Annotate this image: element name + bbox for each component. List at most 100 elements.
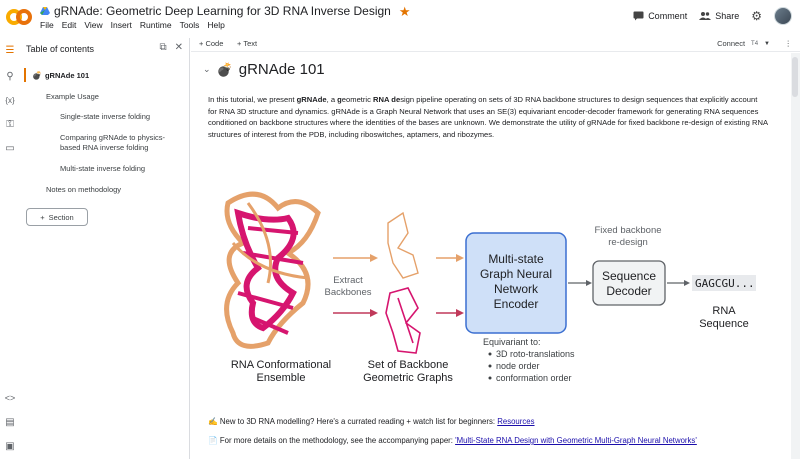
bullet-3 bbox=[488, 376, 492, 380]
page-icon: 📄 bbox=[208, 436, 218, 445]
figure-label-rna-1: RNA Conformational bbox=[231, 359, 331, 371]
arrow-red-head bbox=[370, 309, 378, 317]
equivariant-item-2: node order bbox=[496, 361, 540, 371]
arrow-red-2-head bbox=[456, 309, 464, 317]
decoder-line-2: Decoder bbox=[606, 284, 651, 298]
comment-icon bbox=[633, 11, 644, 21]
bullet-2 bbox=[488, 364, 492, 368]
pipeline-figure: RNA Conformational Ensemble Extract Back… bbox=[224, 191, 756, 384]
paper-link[interactable]: 'Multi-State RNA Design with Geometric M… bbox=[455, 436, 697, 445]
encoder-line-1: Multi-state bbox=[488, 252, 544, 266]
arrow-to-decoder-head bbox=[586, 280, 592, 286]
notebook-cell: ⌄ 💣 gRNAde 101 In this tutorial, we pres… bbox=[191, 53, 791, 459]
search-icon[interactable]: ⚲ bbox=[6, 70, 14, 82]
code-snippets-icon[interactable]: <> bbox=[4, 393, 16, 403]
rna-seq-label-2: Sequence bbox=[699, 318, 749, 330]
menu-runtime[interactable]: Runtime bbox=[139, 20, 172, 30]
comment-label: Comment bbox=[648, 11, 688, 21]
figure-label-extract-2: Backbones bbox=[324, 287, 371, 298]
connect-button[interactable]: Connect T4 ▼ bbox=[717, 39, 770, 48]
toc-item-grnade-101[interactable]: 💣 gRNAde 101 bbox=[32, 71, 90, 80]
runtime-type: T4 bbox=[751, 40, 759, 47]
toc-active-indicator bbox=[24, 68, 26, 82]
add-code-button[interactable]: + Code bbox=[199, 39, 224, 48]
menu-file[interactable]: File bbox=[40, 20, 54, 30]
toc-panel: Table of contents ⧉ ✕ 💣 gRNAde 101 Examp… bbox=[20, 38, 190, 459]
toc-title: Table of contents bbox=[26, 44, 95, 54]
resources-link[interactable]: Resources bbox=[497, 417, 535, 426]
toc-list-icon[interactable]: ☰ bbox=[5, 44, 15, 56]
encoder-line-3: Network bbox=[494, 282, 539, 296]
sequence-bg bbox=[692, 275, 756, 291]
notebook-toolbar: + Code + Text Connect T4 ▼ ⋮ bbox=[191, 36, 800, 52]
arrow-to-sequence-head bbox=[684, 280, 690, 286]
top-bar: gRNAde: Geometric Deep Learning for 3D R… bbox=[0, 0, 800, 34]
more-options-icon[interactable]: ⋮ bbox=[784, 39, 793, 48]
backbone-graph-orange bbox=[387, 211, 419, 279]
open-in-tab-icon[interactable]: ⧉ bbox=[159, 42, 167, 53]
avatar[interactable] bbox=[774, 7, 792, 25]
share-label: Share bbox=[715, 11, 740, 21]
share-button[interactable]: Share bbox=[699, 11, 739, 21]
toc-item-single-state[interactable]: Single-state inverse folding bbox=[60, 112, 151, 121]
encoder-box bbox=[465, 232, 567, 334]
close-icon[interactable]: ✕ bbox=[174, 42, 183, 53]
colab-logo-icon[interactable] bbox=[6, 6, 32, 28]
backbone-graph-magenta bbox=[385, 287, 421, 354]
gear-icon[interactable]: ⚙ bbox=[751, 9, 762, 23]
fixed-backbone-2: re-design bbox=[608, 237, 648, 248]
menu-edit[interactable]: Edit bbox=[61, 20, 77, 30]
fixed-backbone-1: Fixed backbone bbox=[594, 225, 661, 236]
figure-label-set-2: Geometric Graphs bbox=[363, 372, 453, 384]
toc-item-multi-state[interactable]: Multi-state inverse folding bbox=[60, 164, 146, 173]
left-rail: ☰ ⚲ {x} ⚿ ▭ <> ▤ ▣ bbox=[0, 38, 20, 459]
equivariant-item-1: 3D roto-translations bbox=[496, 349, 575, 359]
menu-help[interactable]: Help bbox=[207, 20, 225, 30]
people-icon bbox=[699, 12, 712, 20]
menu-insert[interactable]: Insert bbox=[110, 20, 132, 30]
collapse-chevron-icon[interactable]: ⌄ bbox=[203, 64, 211, 74]
encoder-line-4: Encoder bbox=[494, 297, 539, 311]
add-text-button[interactable]: + Text bbox=[237, 39, 258, 48]
toc-item-comparing-cont[interactable]: based RNA inverse folding bbox=[60, 143, 149, 152]
bomb-icon: 💣 bbox=[216, 61, 233, 77]
scrollbar[interactable] bbox=[791, 53, 800, 459]
variables-icon[interactable]: {x} bbox=[5, 95, 15, 105]
equivariant-title: Equivariant to: bbox=[483, 337, 541, 347]
decoder-line-1: Sequence bbox=[602, 269, 656, 283]
command-palette-icon[interactable]: ▤ bbox=[5, 416, 15, 428]
rna-structure-illustration bbox=[224, 191, 321, 349]
figure-label-set-1: Set of Backbone bbox=[368, 359, 449, 371]
menu-tools[interactable]: Tools bbox=[179, 20, 200, 30]
paper-note: 📄 For more details on the methodology, s… bbox=[208, 436, 697, 445]
figure-label-rna-2: Ensemble bbox=[257, 372, 306, 384]
plus-icon: + bbox=[40, 212, 45, 222]
folder-icon[interactable]: ▭ bbox=[5, 142, 15, 154]
intro-paragraph: In this tutorial, we present gRNAde, a g… bbox=[208, 95, 768, 139]
toc-item-example-usage[interactable]: Example Usage bbox=[46, 92, 99, 101]
chevron-down-icon[interactable]: ▼ bbox=[764, 40, 770, 47]
bomb-icon: 💣 bbox=[32, 71, 42, 80]
arrow-orange-2-head bbox=[456, 254, 464, 262]
bullet-1 bbox=[488, 352, 492, 356]
resources-note: ✍️ New to 3D RNA modelling? Here's a cur… bbox=[208, 417, 535, 426]
rna-seq-label-1: RNA bbox=[712, 305, 736, 317]
menu-bar: File Edit View Insert Runtime Tools Help bbox=[40, 20, 225, 30]
scroll-thumb[interactable] bbox=[792, 57, 798, 97]
star-icon[interactable]: ★ bbox=[398, 3, 411, 19]
figure-label-extract-1: Extract bbox=[333, 275, 363, 286]
arrow-orange-head bbox=[370, 254, 378, 262]
add-section-button[interactable]: + Section bbox=[26, 208, 88, 226]
toc-item-notes[interactable]: Notes on methodology bbox=[46, 185, 122, 194]
secrets-key-icon[interactable]: ⚿ bbox=[6, 118, 14, 130]
decoder-box bbox=[592, 260, 666, 306]
notebook-title[interactable]: gRNAde: Geometric Deep Learning for 3D R… bbox=[54, 4, 391, 18]
drive-icon bbox=[40, 7, 50, 15]
encoder-line-2: Graph Neural bbox=[480, 267, 552, 281]
toc-item-comparing[interactable]: Comparing gRNAde to physics- bbox=[60, 133, 166, 142]
equivariant-item-3: conformation order bbox=[496, 373, 572, 383]
section-heading: gRNAde 101 bbox=[238, 61, 325, 78]
terminal-icon[interactable]: ▣ bbox=[5, 440, 15, 452]
comment-button[interactable]: Comment bbox=[633, 11, 687, 21]
menu-view[interactable]: View bbox=[84, 20, 103, 30]
